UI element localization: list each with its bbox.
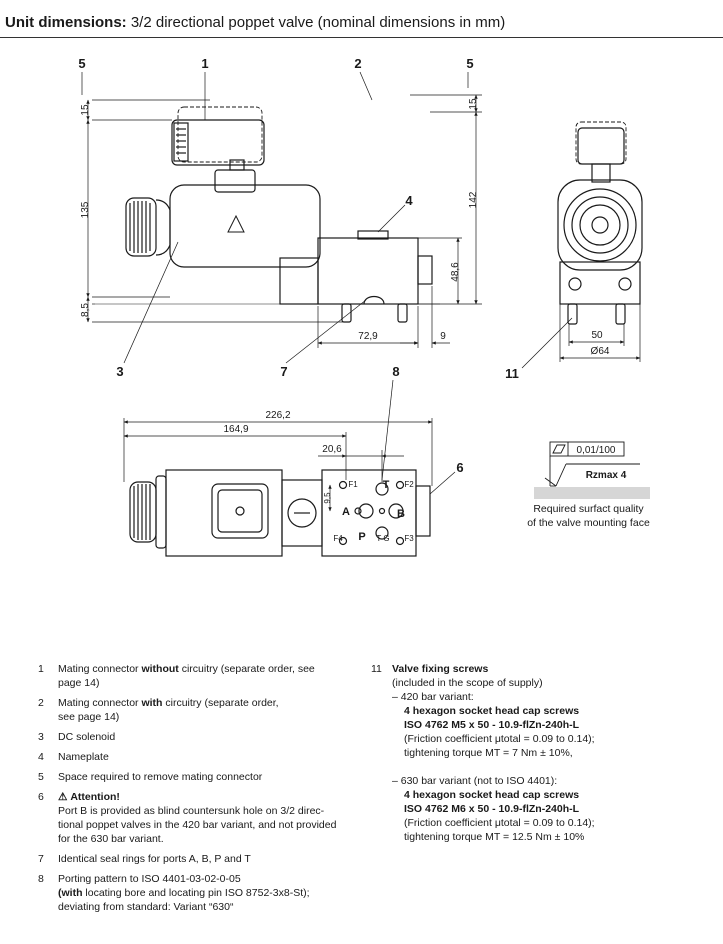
callout-7: 7 [280,364,287,379]
port-f4: F4 [333,534,343,543]
dim-15-right: 15 [468,98,479,110]
callout-2: 2 [354,56,361,71]
side-view-dims [81,71,482,364]
legend-item-6: 6 ⚠ Attention! Port B is provided as bli… [38,791,337,845]
title-bold: Unit dimensions: [5,14,127,31]
legend-right: 11 Valve fixing screws (included in the … [371,662,701,850]
title-rest: 3/2 directional poppet valve (nominal di… [126,14,506,31]
dimension-drawings: 15 135 8,5 15 142 48,6 72,9 9 5 1 2 5 4 … [78,56,650,557]
callout-4: 4 [405,193,413,208]
port-a: A [342,506,350,518]
dim-226-2: 226,2 [265,410,290,421]
surface-caption: Required surfact quality of the valve mo… [511,502,666,530]
legend-left: 1 Mating connector without circuitry (se… [38,662,358,920]
legend-item-7: 7 Identical seal rings for ports A, B, P… [38,853,251,865]
callout-8: 8 [392,364,399,379]
dim-72-9: 72,9 [358,331,378,342]
title-rule [0,37,723,38]
dim-8-5: 8,5 [80,303,91,317]
port-f1: F1 [348,480,358,489]
port-f3: F3 [404,534,414,543]
surface-quality-symbol [534,441,650,499]
legend-item-11: 11 Valve fixing screws (included in the … [371,663,595,843]
dim-20-6: 20,6 [322,444,342,455]
surface-caption-line2: of the valve mounting face [527,517,650,529]
legend-item-1: 1 Mating connector without circuitry (se… [38,663,315,689]
flatness-value: 0,01/100 [577,445,616,456]
legend-item-3: 3 DC solenoid [38,731,116,743]
port-p: P [358,531,365,543]
legend-item-4: 4 Nameplate [38,751,109,763]
legend-item-5: 5 Space required to remove mating connec… [38,771,263,783]
end-view [557,121,643,325]
dim-64: Ø64 [591,346,610,357]
dim-164-9: 164,9 [223,424,248,435]
dim-142: 142 [468,191,479,208]
callout-11: 11 [505,366,519,381]
callout-5-right: 5 [466,56,473,71]
dim-50: 50 [591,330,603,341]
dim-15-left: 15 [80,104,91,116]
side-view [95,106,440,323]
legend-item-2: 2 Mating connector with circuitry (separ… [38,697,279,723]
callout-5-left: 5 [78,56,85,71]
legend-item-8: 8 Porting pattern to ISO 4401-03-02-0-05… [38,873,310,913]
port-t: T [383,479,390,491]
callout-1: 1 [201,56,208,71]
roughness-value: Rzmax 4 [586,470,627,481]
dim-135: 135 [80,201,91,218]
dim-9-5: 9,5 [323,492,332,504]
warning-icon: ⚠ [58,791,68,803]
callout-3: 3 [116,364,123,379]
dim-48-6: 48,6 [450,262,461,282]
page-title: Unit dimensions: 3/2 directional poppet … [5,14,505,31]
port-f2: F2 [404,480,414,489]
port-tg: T G [376,534,389,543]
callout-6: 6 [456,460,463,475]
top-view [129,469,431,557]
surface-caption-line1: Required surfact quality [533,503,644,515]
port-b: B [397,508,405,520]
top-view-dims [123,379,456,512]
dim-9: 9 [440,331,446,342]
end-view-dims [521,304,641,369]
